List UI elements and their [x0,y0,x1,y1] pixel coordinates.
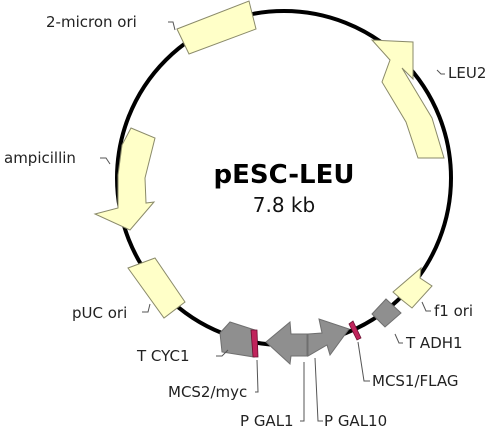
f1-ori-label: f1 ori [434,302,473,320]
p-gal1-leader [300,362,305,422]
p-gal1-label: P GAL1 [240,412,294,430]
mcs2-myc-leader [255,359,259,393]
puc-ori-feature [127,257,186,319]
two-micron-ori-label: 2-micron ori [46,13,137,31]
leu2-feature [370,39,445,159]
two-micron-ori-leader [168,21,176,31]
ampicillin-label: ampicillin [4,149,76,167]
mcs1-flag-leader [357,341,370,382]
t-adh1-leader [394,333,403,344]
t-cyc1-feature [219,321,256,358]
plasmid-size: 7.8 kb [253,193,315,217]
mcs1-flag-label: MCS1/FLAG [372,372,458,390]
puc-ori-label: pUC ori [72,304,127,322]
p-gal10-label: P GAL10 [324,412,387,430]
p-gal1-feature [265,321,308,366]
f1-ori-leader [421,301,431,312]
t-cyc1-leader [216,349,229,357]
f1-ori-feature [392,266,433,309]
t-adh1-feature [371,298,402,328]
mcs2-myc-marker [250,329,259,358]
mcs1-flag-marker [348,320,362,341]
leu2-leader [436,69,445,75]
puc-ori-leader [142,303,151,313]
mcs2-myc-label: MCS2/myc [168,383,247,401]
two-micron-ori-feature [176,0,257,55]
plasmid-name: pESC-LEU [213,160,354,190]
t-adh1-label: T ADH1 [405,334,463,352]
leu2-label: LEU2 [448,64,486,82]
t-cyc1-label: T CYC1 [136,347,190,365]
p-gal10-feature [307,318,350,357]
p-gal10-leader [314,357,323,422]
ampicillin-feature [93,127,156,231]
ampicillin-leader [100,157,111,165]
